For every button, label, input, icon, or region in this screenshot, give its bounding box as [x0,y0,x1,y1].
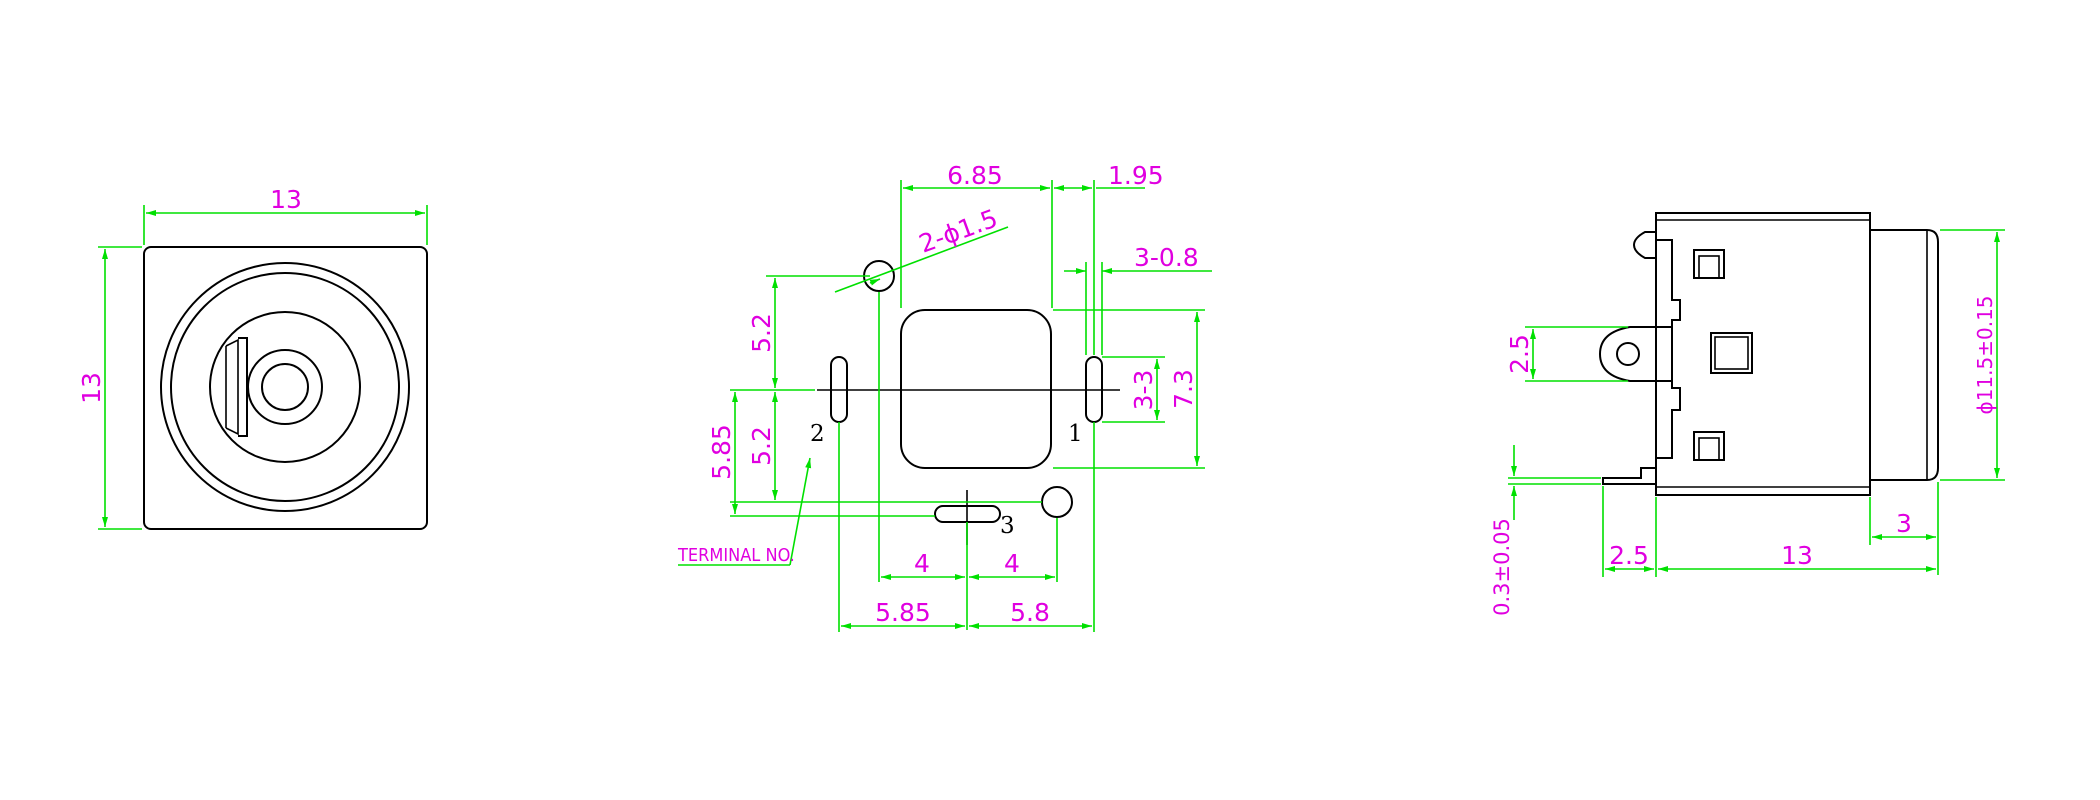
dim-label-1-95: 1.95 [1108,161,1164,190]
front-inner-ring [170,272,400,502]
dim-label-5-85-bottom: 5.85 [875,598,931,627]
side-view: 2.5 ϕ11.5±0.15 3 0.3±0.05 2.5 13 [1490,212,2005,616]
dim-label-4-left: 4 [914,549,930,578]
front-pin-inner [261,363,309,411]
front-width-label: 13 [270,185,302,214]
slot-callout-label: 3-0.8 [1134,243,1199,272]
side-pin-tab [1598,326,1672,382]
front-view: 13 13 [77,185,428,530]
footprint-view: 1 2 3 6.85 1.95 2-ϕ1.5 3-0.8 5.2 5.2 5.8… [677,161,1212,632]
side-dim-label-3: 3 [1896,509,1912,538]
pin-label-2: 2 [810,421,825,447]
side-top-knob [1632,231,1656,259]
pin-label-1: 1 [1068,421,1083,447]
front-pin-outer [247,349,323,425]
side-dim-label-13: 13 [1781,541,1813,570]
terminal-no-label: TERMINAL NO. [677,545,795,566]
side-cylinder-nose [1870,229,1939,481]
mounting-hole-bottom [1041,486,1073,518]
dim-label-5-2-top: 5.2 [747,313,776,353]
hole-callout-label: 2-ϕ1.5 [915,204,1001,259]
front-contact-spring [238,337,248,437]
dim-label-5-2-bottom: 5.2 [747,426,776,466]
side-dim-label-2-5-bottom: 2.5 [1609,541,1649,570]
dim-label-5-85-left: 5.85 [707,424,736,480]
side-window-mid [1710,332,1753,374]
side-body-outline [1655,212,1871,496]
side-dim-label-2-5-left: 2.5 [1505,334,1534,374]
footprint-body-pad [900,309,1052,469]
dim-label-4-right: 4 [1004,549,1020,578]
front-body-outline [143,246,428,530]
side-dim-label-0-3: 0.3±0.05 [1490,518,1514,616]
front-height-label: 13 [77,372,106,404]
front-contact-spring-inner [225,338,239,436]
dim-label-3-3: 3-3 [1129,370,1158,411]
dim-label-7-3: 7.3 [1169,369,1198,409]
pin-label-3: 3 [1000,513,1015,539]
side-bottom-terminal [1602,467,1656,485]
dim-label-5-8: 5.8 [1010,598,1050,627]
side-dim-label-diameter: ϕ11.5±0.15 [1973,295,1997,414]
front-outer-ring [160,262,410,512]
dim-label-6-85: 6.85 [947,161,1003,190]
front-socket-ring [209,311,361,463]
